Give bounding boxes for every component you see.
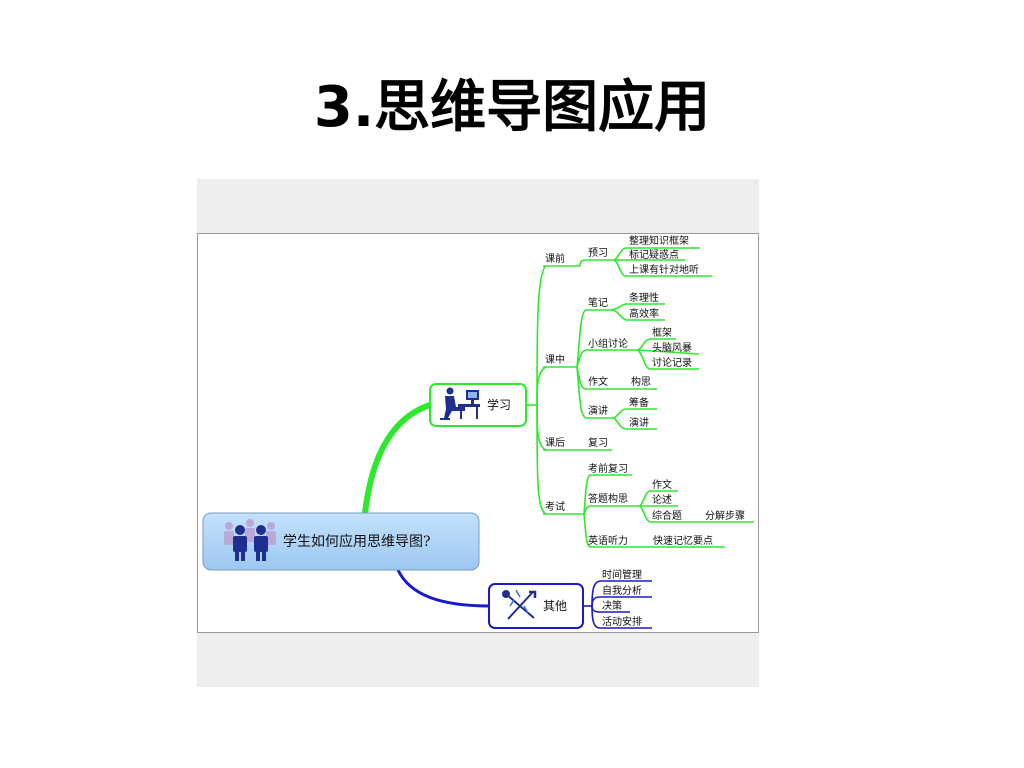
speech-item: 演讲 xyxy=(629,416,649,429)
other-connectors xyxy=(583,580,652,629)
pre-exam-review-label: 考前复习 xyxy=(588,462,628,475)
notes-item: 条理性 xyxy=(629,291,659,304)
root-label: 学生如何应用思维导图? xyxy=(283,533,431,550)
listening-label: 英语听力 xyxy=(588,534,628,547)
preview-item: 整理知识框架 xyxy=(629,234,689,247)
slide-title: 3.思维导图应用 xyxy=(313,75,711,140)
other-item: 活动安排 xyxy=(602,615,642,628)
preview-item: 标记疑惑点 xyxy=(629,248,679,261)
tools-icon xyxy=(502,589,537,620)
answer-item: 综合题 xyxy=(652,509,682,522)
essay-label: 作文 xyxy=(588,375,608,388)
after-class-label: 课后 xyxy=(545,437,565,449)
answer-item: 论述 xyxy=(652,493,672,506)
review-label: 复习 xyxy=(588,436,608,449)
answer-planning-label: 答题构思 xyxy=(588,492,628,505)
speech-item: 筹备 xyxy=(629,396,649,409)
answer-item: 作文 xyxy=(652,478,672,491)
preview-label: 预习 xyxy=(588,247,608,259)
other-item: 自我分析 xyxy=(602,584,642,597)
people-icon xyxy=(224,519,276,561)
speech-label: 演讲 xyxy=(588,404,608,417)
notes-label: 笔记 xyxy=(588,296,608,309)
study-label: 学习 xyxy=(487,397,511,412)
study-labels: 课前 预习 整理知识框架 标记疑惑点 上课有针对地听 课中 笔记 条理性 高效率… xyxy=(545,234,745,547)
before-class-label: 课前 xyxy=(545,252,565,265)
study-connectors xyxy=(526,247,754,548)
in-class-label: 课中 xyxy=(545,353,565,366)
other-label: 其他 xyxy=(543,599,567,613)
listening-item: 快速记忆要点 xyxy=(653,534,713,547)
group-item: 框架 xyxy=(652,326,672,339)
study-node: 学习 xyxy=(429,383,527,427)
branch-root-study xyxy=(362,402,433,516)
group-discussion-label: 小组讨论 xyxy=(588,337,628,350)
preview-item: 上课有针对地听 xyxy=(629,263,699,276)
other-item: 决策 xyxy=(602,599,622,612)
other-labels: 时间管理 自我分析 决策 活动安排 xyxy=(602,568,642,628)
root-node: 学生如何应用思维导图? xyxy=(202,512,480,571)
decompose-steps-label: 分解步骤 xyxy=(705,509,745,522)
exam-label: 考试 xyxy=(545,500,565,513)
other-item: 时间管理 xyxy=(602,568,642,581)
computer-user-icon xyxy=(440,387,480,420)
essay-item: 构思 xyxy=(631,375,651,388)
branch-root-other xyxy=(396,568,492,608)
group-item: 头脑风暴 xyxy=(652,341,692,354)
notes-item: 高效率 xyxy=(629,307,659,320)
other-node: 其他 xyxy=(488,583,584,629)
group-item: 讨论记录 xyxy=(652,356,692,369)
